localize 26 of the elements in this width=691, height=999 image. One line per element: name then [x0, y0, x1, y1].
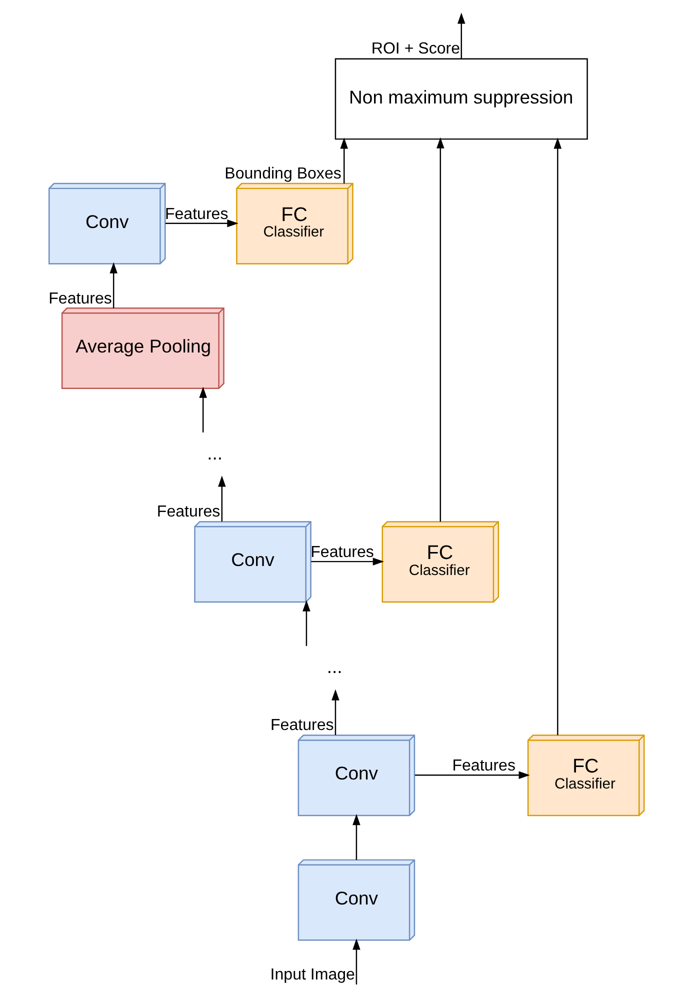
- arrow: [340, 138, 348, 184]
- arrow: [110, 262, 118, 308]
- edge-label: Bounding Boxes: [224, 164, 342, 183]
- node-text: ...: [326, 656, 342, 677]
- edge-label: Features: [270, 716, 334, 734]
- arrow: [302, 600, 310, 646]
- arrow: [218, 476, 226, 522]
- arrow: [415, 771, 530, 779]
- arrow: [436, 137, 444, 522]
- node-box: Non maximum suppression: [334, 58, 588, 140]
- edge-label: Features: [452, 756, 516, 775]
- edge-label: Features: [48, 289, 112, 308]
- arrow: [332, 689, 340, 736]
- node-text: ...: [207, 442, 223, 464]
- edge-label: Features: [164, 204, 228, 223]
- arrow: [457, 12, 466, 58]
- edge-label: Features: [310, 543, 374, 562]
- arrow: [311, 558, 384, 566]
- edge-label: ROI + Score: [371, 40, 460, 58]
- arrow: [554, 138, 562, 736]
- edge-label: Input Image: [270, 966, 355, 984]
- arrow: [199, 386, 207, 432]
- arrow: [165, 219, 238, 228]
- arrow: [352, 938, 360, 984]
- arrow: [352, 814, 360, 860]
- edge-label: Features: [156, 502, 220, 521]
